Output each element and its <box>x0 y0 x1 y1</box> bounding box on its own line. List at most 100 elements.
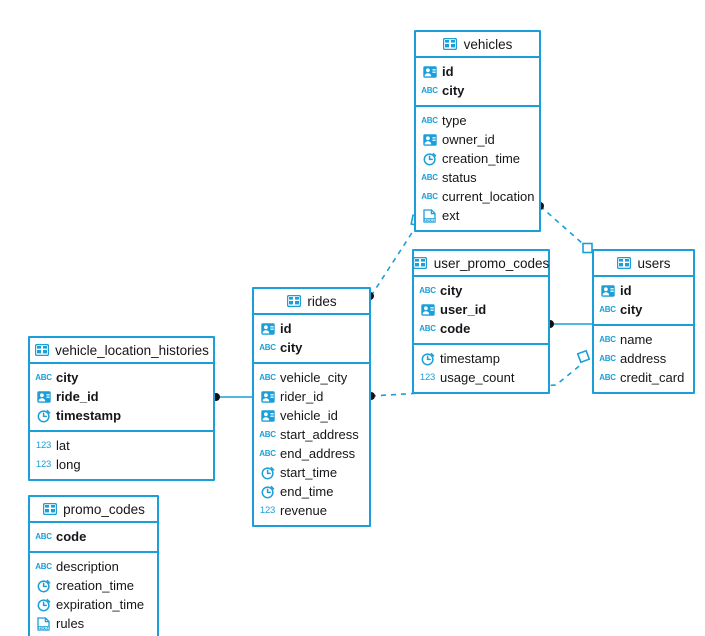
123-icon: 123 <box>259 504 276 516</box>
clock-icon <box>420 351 435 366</box>
column-name: revenue <box>280 503 327 518</box>
abc-icon: ABC <box>421 85 438 95</box>
column-name: owner_id <box>442 132 495 147</box>
column-row[interactable]: 123 revenue <box>254 501 369 520</box>
abc-icon: ABC <box>419 323 436 333</box>
column-name: timestamp <box>440 351 500 366</box>
column-row[interactable]: vehicle_id <box>254 406 369 425</box>
column-name: creation_time <box>56 578 135 593</box>
table-header-vehicle_location_histories[interactable]: vehicle_location_histories <box>30 338 213 364</box>
column-row[interactable]: user_id <box>414 300 548 319</box>
abc-icon: ABC <box>35 561 52 571</box>
table-header-user_promo_codes[interactable]: user_promo_codes <box>413 251 549 277</box>
123-icon: 123 <box>35 439 52 451</box>
abc-icon: ABC <box>259 372 276 382</box>
column-name: city <box>440 283 463 298</box>
id-card-icon <box>36 389 51 404</box>
relationship-vehicles-users[interactable] <box>536 202 593 254</box>
column-name: ride_id <box>56 389 99 404</box>
table-header-vehicles[interactable]: vehicles <box>416 32 539 58</box>
column-row[interactable]: end_time <box>254 482 369 501</box>
column-row[interactable]: expiration_time <box>30 595 157 614</box>
column-name: end_address <box>280 446 356 461</box>
table-name: users <box>637 255 671 271</box>
column-row[interactable]: id <box>416 62 539 81</box>
table-grid-icon <box>34 343 49 358</box>
column-name: id <box>442 64 454 79</box>
abc-icon: ABC <box>599 334 616 344</box>
clock-icon <box>260 465 275 480</box>
relationship-userpromocodes-users[interactable] <box>546 320 592 328</box>
abc-icon: ABC <box>419 285 436 295</box>
column-name: creation_time <box>442 151 521 166</box>
id-card-icon <box>420 302 435 317</box>
column-name: city <box>56 370 79 385</box>
relationship-vehiclelocationhistories-rides[interactable] <box>212 393 252 401</box>
column-row[interactable]: start_time <box>254 463 369 482</box>
column-row[interactable]: id <box>254 319 369 338</box>
clock-icon <box>260 484 275 499</box>
column-row[interactable]: owner_id <box>416 130 539 149</box>
clock-icon <box>36 578 51 593</box>
column-row[interactable]: rider_id <box>254 387 369 406</box>
table-name: promo_codes <box>63 501 145 517</box>
abc-icon: ABC <box>599 304 616 314</box>
abc-icon: ABC <box>259 429 276 439</box>
id-card-icon <box>260 408 275 423</box>
abc-icon: ABC <box>259 342 276 352</box>
column-row[interactable]: ride_id <box>30 387 213 406</box>
table-name: vehicle_location_histories <box>55 342 209 358</box>
123-icon: 123 <box>35 458 52 470</box>
svg-text:JSON: JSON <box>38 625 49 630</box>
column-name: rider_id <box>280 389 324 404</box>
table-header-users[interactable]: users <box>594 251 693 277</box>
table-header-promo_codes[interactable]: promo_codes <box>30 497 157 523</box>
column-row[interactable]: timestamp <box>30 406 213 425</box>
id-card-icon <box>422 132 437 147</box>
table-grid-icon <box>616 256 631 271</box>
table-grid-icon <box>42 502 57 517</box>
column-row[interactable]: id <box>594 281 693 300</box>
column-name: type <box>442 113 467 128</box>
column-row[interactable]: ABC city <box>414 281 548 300</box>
table-header-rides[interactable]: rides <box>254 289 369 315</box>
column-row[interactable]: creation_time <box>30 576 157 595</box>
column-row[interactable]: creation_time <box>416 149 539 168</box>
column-row[interactable]: timestamp <box>414 349 548 368</box>
column-name: status <box>442 170 477 185</box>
clock-icon <box>422 151 437 166</box>
